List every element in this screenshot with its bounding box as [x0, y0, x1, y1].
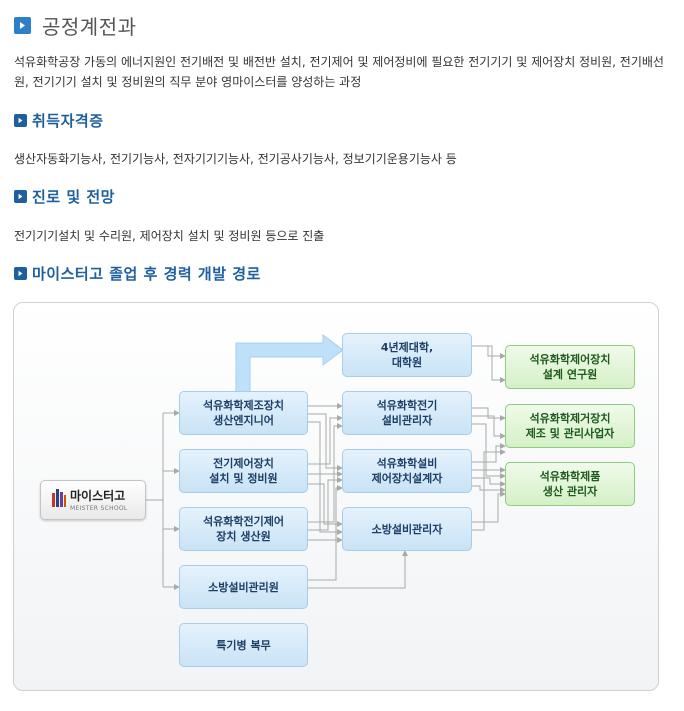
node-col3-1: 석유화학제어장치 설계 연구원 — [505, 345, 635, 389]
meister-school-logo: 마이스터고 MEISTER SCHOOL — [40, 480, 146, 520]
section-path-header: 마이스터고 졸업 후 경력 개발 경로 — [14, 263, 261, 284]
section-certificates-title: 취득자격증 — [32, 112, 104, 130]
page-title: 공정계전과 — [42, 14, 137, 39]
node-col1-1: 석유화학제조장치 생산엔지니어 — [179, 391, 308, 435]
node-col3-3: 석유화학제품 생산 관리자 — [505, 462, 635, 506]
section-career-header: 진로 및 전망 — [14, 186, 115, 207]
section-certificates-header: 취득자격증 — [14, 110, 104, 131]
meister-logo-icon — [52, 489, 66, 507]
section-path-title: 마이스터고 졸업 후 경력 개발 경로 — [32, 265, 261, 283]
node-col1-4: 소방설비관리원 — [179, 565, 308, 609]
node-col1-3: 석유화학전기제어 장치 생산원 — [179, 507, 308, 551]
node-col1-2: 전기제어장치 설치 및 정비원 — [179, 449, 308, 493]
logo-main-text: 마이스터고 — [70, 489, 126, 503]
chevron-right-icon — [14, 190, 27, 203]
page-description: 석유화학공장 가동의 에너지원인 전기배전 및 배전반 설치, 전기제어 및 제… — [14, 55, 664, 89]
node-col2-3: 석유화학설비 제어장치설계자 — [342, 449, 472, 493]
chevron-right-icon — [14, 16, 31, 34]
node-col3-2: 석유화학제거장치 제조 및 관리사업자 — [505, 404, 635, 448]
chevron-right-icon — [14, 267, 27, 280]
node-col2-2: 석유화학전기 설비관리자 — [342, 391, 472, 435]
logo-sub-text: MEISTER SCHOOL — [70, 505, 128, 512]
section-career-title: 진로 및 전망 — [32, 188, 115, 206]
node-col2-1: 4년제대학, 대학원 — [342, 333, 472, 377]
page-title-row: 공정계전과 — [14, 10, 137, 40]
big-arrow — [235, 334, 344, 394]
node-col2-4: 소방설비관리자 — [342, 507, 472, 551]
section-career-text: 전기기기설치 및 수리원, 제어장치 설치 및 정비원 등으로 진출 — [14, 229, 325, 243]
section-certificates-text: 생산자동화기능사, 전기기능사, 전자기기기능사, 전기공사기능사, 정보기기운… — [14, 152, 457, 166]
node-col1-5: 특기병 복무 — [179, 623, 308, 667]
chevron-right-icon — [14, 114, 27, 127]
